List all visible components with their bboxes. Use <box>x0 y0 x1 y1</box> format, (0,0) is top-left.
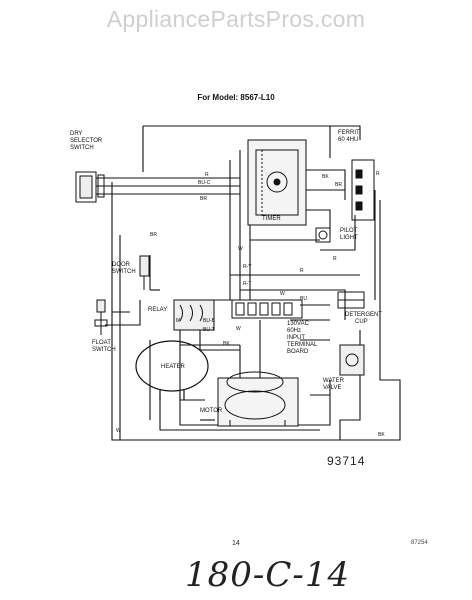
heater-label: HEATER <box>161 364 186 370</box>
drawing-number: 93714 <box>327 454 366 468</box>
timer-label: TIMER <box>262 216 281 222</box>
wire-code: R-Y <box>243 264 252 270</box>
dry-selector-switch-label-1: DRY <box>70 131 83 137</box>
wire-code: R <box>376 171 380 177</box>
float-switch-label-2: SWITCH <box>92 347 116 353</box>
door-switch <box>139 255 150 290</box>
pilot-light-label-1: PILOT <box>340 228 358 234</box>
ferrite-label-2: 60 4HU <box>338 137 358 143</box>
water-valve-label-1: WATER <box>323 378 345 384</box>
terminal-strip <box>231 299 303 319</box>
page-number: 14 <box>232 540 240 547</box>
ferrite-connector <box>351 159 375 221</box>
wire-code: R <box>205 172 209 178</box>
pilot-light <box>315 227 331 243</box>
dry-selector-switch-label-3: SWITCH <box>70 145 94 151</box>
wire-code: BK <box>378 432 385 438</box>
detergent-cup-label-2: CUP <box>355 319 368 325</box>
handwritten-reference: 180-C-14 <box>185 555 351 595</box>
wire-code: R <box>300 268 304 274</box>
terminal-board-label-2: 60Hz <box>287 328 301 334</box>
relay-label: RELAY <box>148 307 167 313</box>
watermark-text: AppliancePartsPros.com <box>106 6 366 32</box>
heater <box>135 340 209 400</box>
motor <box>217 371 299 427</box>
terminal-board-label-5: BOARD <box>287 349 309 355</box>
wire-code: M <box>176 318 180 324</box>
wire-code: BU-B <box>203 318 216 324</box>
timer <box>247 139 307 226</box>
terminal-board-label-3: INPUT <box>287 335 305 341</box>
motor-label: MOTOR <box>200 408 223 414</box>
wire-code: BU <box>300 296 307 302</box>
water-valve-label-2: VALVE <box>323 385 341 391</box>
model-title: For Model: 8567-L10 <box>197 93 275 102</box>
wire-code: BK <box>322 174 329 180</box>
dry-selector-switch <box>75 171 105 203</box>
wire-code: R-T <box>243 281 251 287</box>
wire-code: W <box>236 326 241 332</box>
door-switch-label-1: DOOR <box>112 262 131 268</box>
wire-code: BU-T <box>203 327 215 333</box>
wire-code: BK <box>223 341 230 347</box>
terminal-board-label-1: 130VAC <box>287 321 310 327</box>
relay <box>173 299 215 331</box>
water-valve <box>339 344 365 376</box>
ferrite-label-1: FERRIT <box>338 130 360 136</box>
wire-code: BU-C <box>198 180 211 186</box>
footer-code: 87254 <box>411 540 428 546</box>
wire-code: BR <box>150 232 157 238</box>
dry-selector-switch-label-2: SELECTOR <box>70 138 103 144</box>
float-switch <box>94 299 108 335</box>
wire-code: BR <box>200 196 207 202</box>
wire-code: R <box>333 256 337 262</box>
terminal-board-label-4: TERMINAL <box>287 342 318 348</box>
detergent-cup-label-1: DETERGENT <box>345 312 382 318</box>
wire-code: W <box>238 246 243 252</box>
pilot-light-label-2: LIGHT <box>340 235 358 241</box>
door-switch-label-2: SWITCH <box>112 269 136 275</box>
wire-code: W <box>116 428 121 434</box>
wire-code: W <box>280 291 285 297</box>
float-switch-label-1: FLOAT <box>92 340 111 346</box>
detergent-cup <box>337 291 365 309</box>
wire-code: BR <box>335 182 342 188</box>
